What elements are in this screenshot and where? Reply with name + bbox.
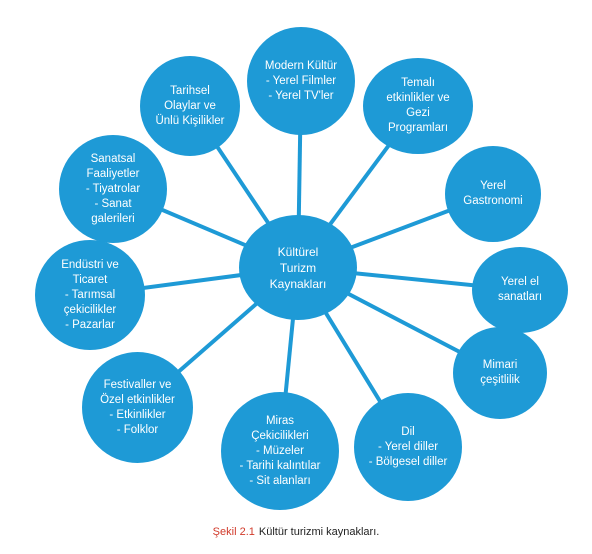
node-tarihsel-olaylar-line: Tarihsel [170, 84, 210, 97]
node-festivaller-line: - Etkinlikler [109, 408, 166, 421]
node-miras-cekicilikleri-line: Çekicilikleri [251, 429, 309, 442]
node-modern-kultur-line: - Yerel Filmler [265, 74, 337, 87]
node-sanatsal-faaliyetler-line: galerileri [91, 212, 135, 225]
node-festivaller-line: - Folklor [116, 423, 159, 436]
node-temali-etkinlikler-line: Programları [387, 122, 449, 134]
node-modern-kultur: Modern Kültür - Yerel Filmler - Yerel TV'l… [247, 27, 355, 135]
node-festivaller: Festivaller ve Özel etkinlikler - Etkinlik… [82, 352, 193, 463]
node-temali-etkinlikler-line: etkinlikler ve [386, 92, 450, 104]
node-temali-etkinlikler-line: Gezi [406, 107, 430, 119]
node-miras-cekicilikleri-line: - Tarihi kalıntılar [239, 459, 321, 472]
center-node-line: Turizm [279, 260, 317, 275]
node-mimari-cesitlilik-line: Mimari [482, 359, 518, 371]
node-dil-line: - Bölgesel diller [368, 455, 448, 468]
node-sanatsal-faaliyetler-line: Faaliyetler [86, 167, 140, 180]
node-endustri-ticaret: Endüstri ve Ticaret - Tarımsal çekicilikler… [35, 240, 145, 350]
node-dil-line: - Yerel diller [377, 440, 439, 453]
node-endustri-ticaret-line: çekicilikler [63, 303, 117, 316]
node-yerel-el-sanatlari-line: Yerel el [501, 276, 539, 288]
node-festivaller-line: Özel etkinlikler [100, 393, 175, 406]
center-node-line: Kaynakları [269, 276, 327, 291]
node-sanatsal-faaliyetler-line: - Sanat [94, 197, 132, 210]
node-mimari-cesitlilik: Mimari çeşitlilik [453, 327, 547, 419]
node-sanatsal-faaliyetler-line: - Tiyatrolar [85, 182, 141, 195]
node-tarihsel-olaylar-line: Olaylar ve [164, 99, 216, 112]
caption-text: Kültür turizmi kaynakları. [258, 526, 380, 538]
node-sanatsal-faaliyetler-line: Sanatsal [90, 152, 136, 165]
node-endustri-ticaret-line: - Pazarlar [65, 318, 115, 331]
node-festivaller-line: Festivaller ve [103, 378, 172, 391]
node-yerel-gastronomi-line: Gastronomi [463, 195, 523, 207]
center-node-line: Kültürel [277, 244, 319, 259]
node-mimari-cesitlilik-line: çeşitlilik [480, 374, 520, 386]
node-endustri-ticaret-line: Ticaret [72, 273, 108, 286]
node-temali-etkinlikler-line: Temalı [401, 77, 435, 89]
node-miras-cekicilikleri-line: Miras [265, 414, 295, 427]
node-miras-cekicilikleri-line: - Sit alanları [249, 474, 311, 487]
node-dil: Dil - Yerel diller - Bölgesel diller [354, 393, 462, 501]
node-endustri-ticaret-line: Endüstri ve [61, 258, 119, 271]
node-yerel-el-sanatlari-line: sanatları [497, 291, 543, 303]
caption-label: Şekil 2.1 [212, 526, 255, 538]
node-yerel-el-sanatlari: Yerel el sanatları [472, 247, 568, 333]
node-endustri-ticaret-line: - Tarımsal [64, 288, 116, 301]
node-tarihsel-olaylar-line: Ünlü Kişilikler [155, 114, 225, 127]
node-modern-kultur-line: Modern Kültür [264, 59, 338, 72]
node-miras-cekicilikleri-line: - Müzeler [256, 444, 304, 457]
node-modern-kultur-line: - Yerel TV'ler [268, 89, 334, 102]
node-yerel-gastronomi-line: Yerel [480, 180, 506, 192]
node-dil-line: Dil [401, 425, 415, 438]
